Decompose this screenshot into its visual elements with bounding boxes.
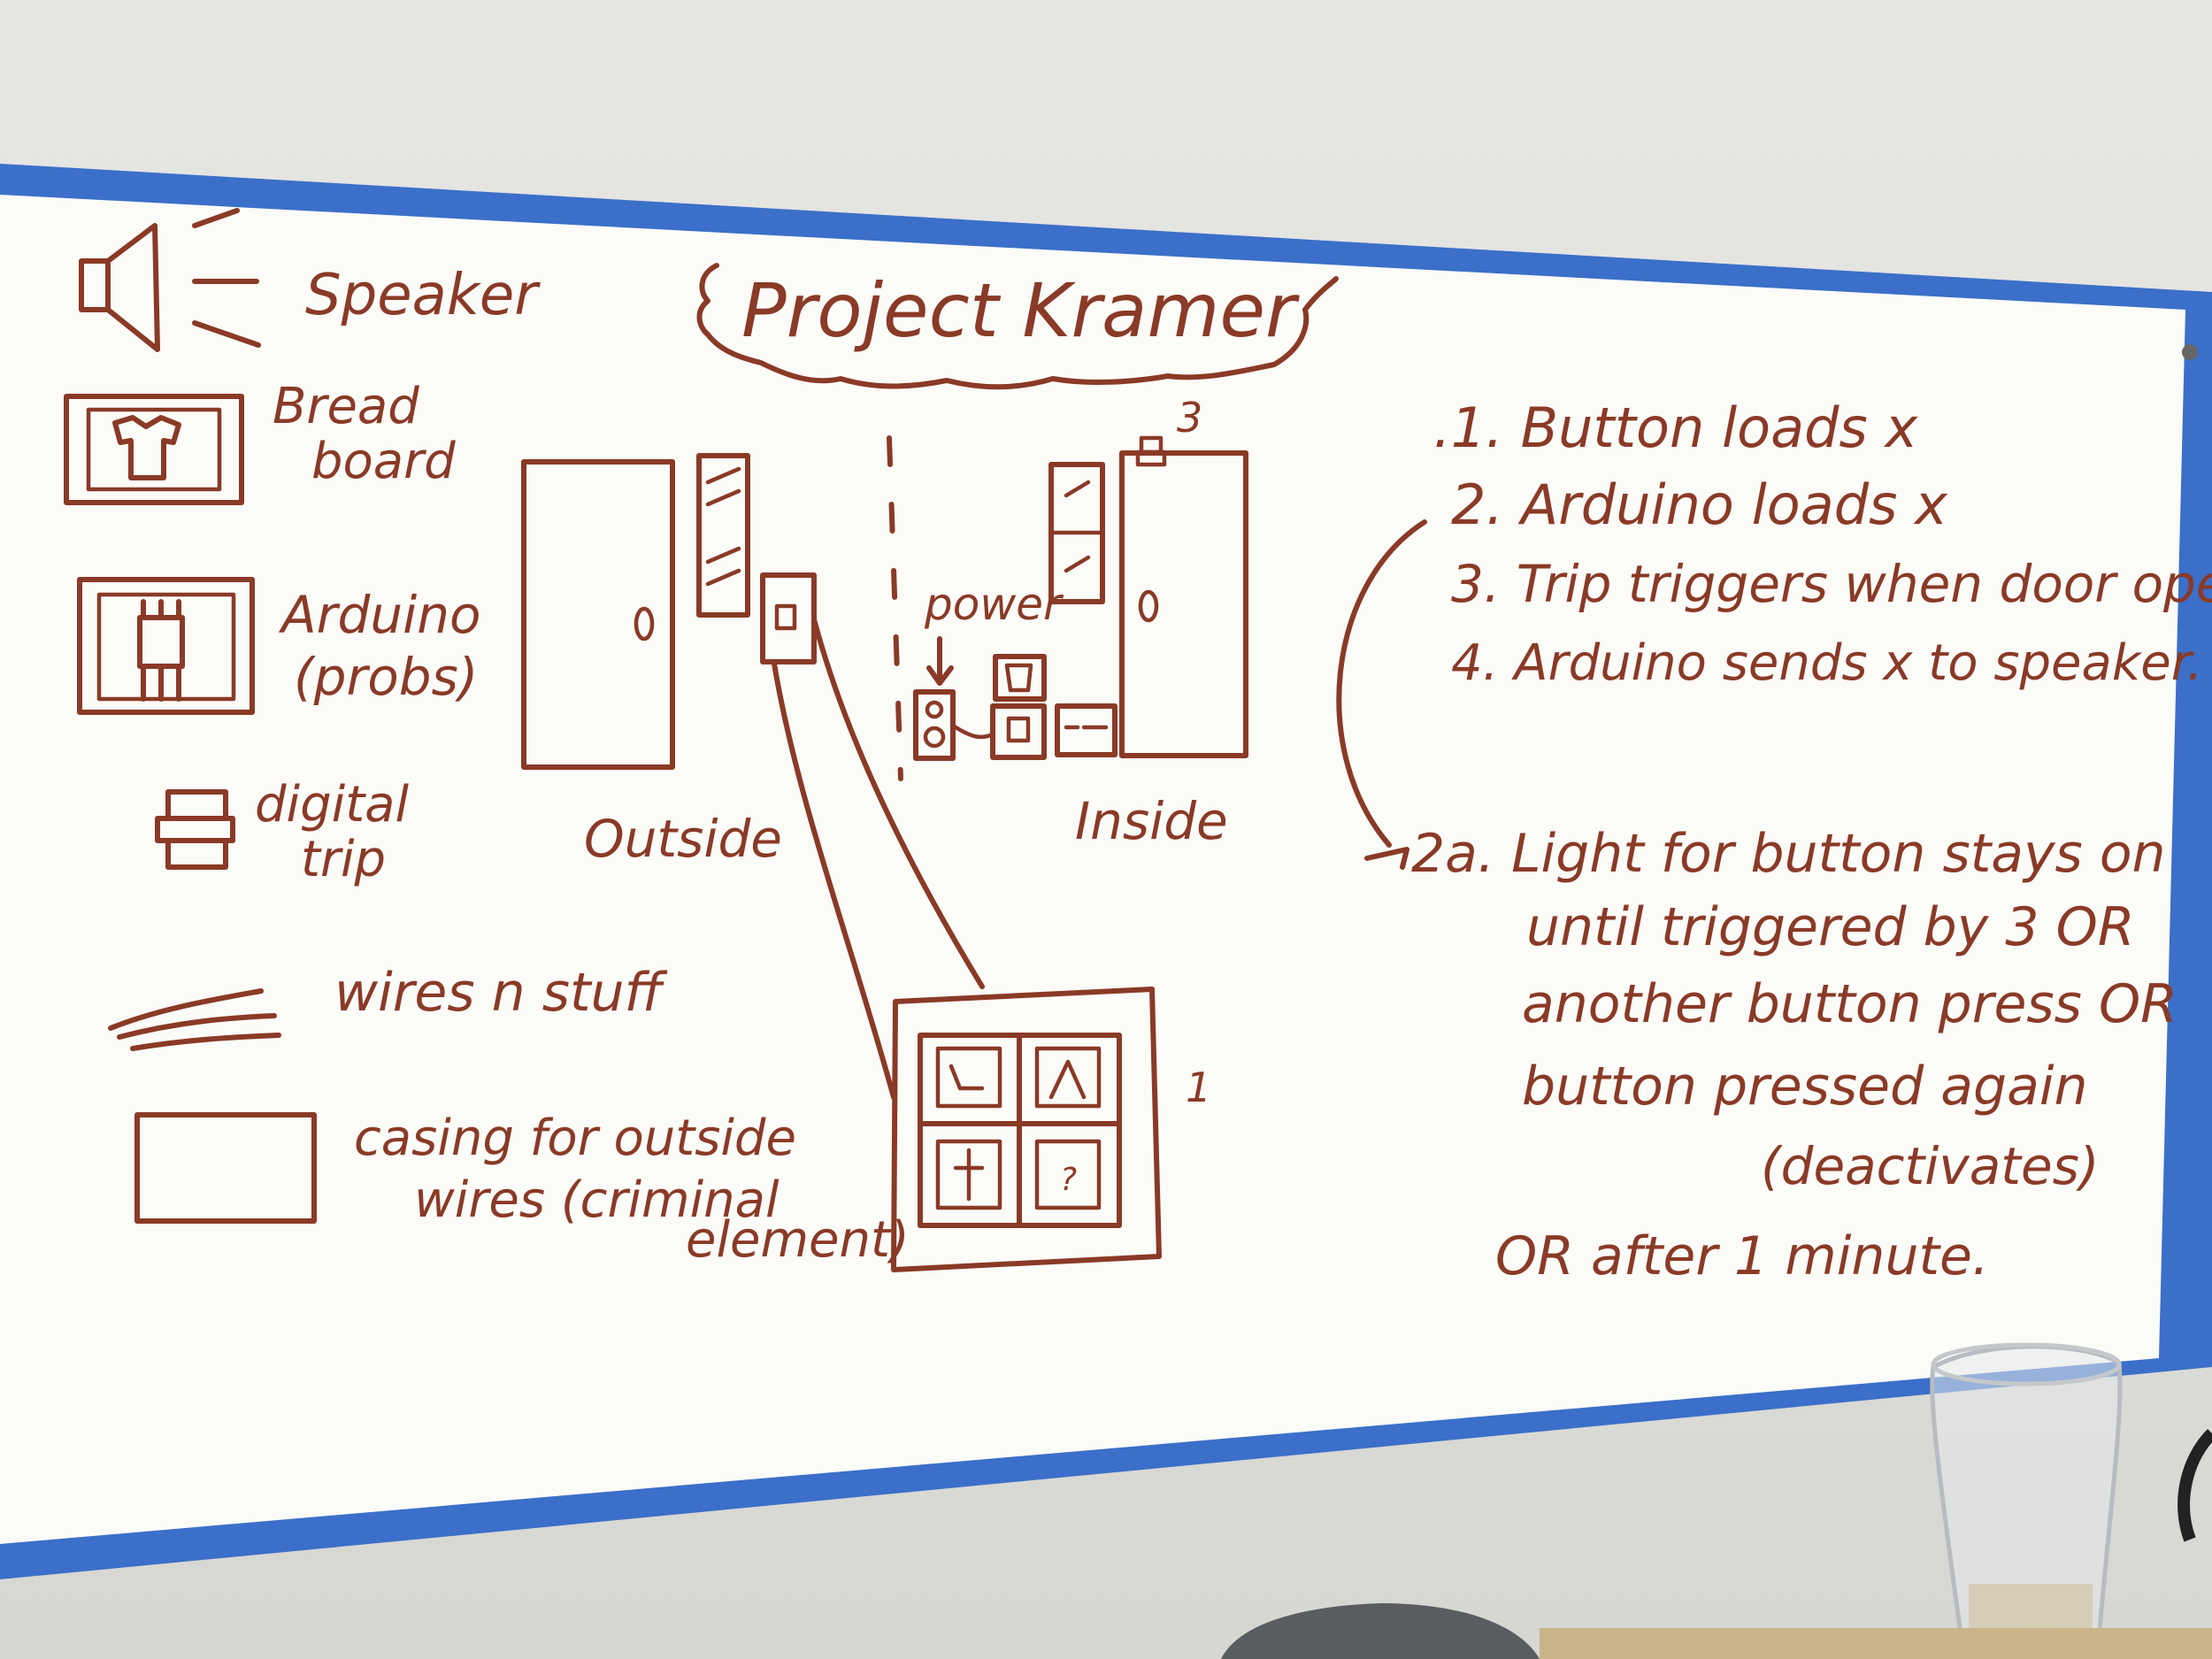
inside-door xyxy=(1119,450,1248,758)
casing-icon xyxy=(134,1112,317,1224)
step-2a-line-3: another button press OR xyxy=(1522,973,2177,1035)
drinking-glass xyxy=(1930,1342,2123,1659)
conduit-left xyxy=(772,661,896,1100)
step-2a-line-2: until triggered by 3 OR xyxy=(1526,896,2135,958)
desk-edge xyxy=(1540,1628,2212,1659)
step-2: 2. Arduino loads x xyxy=(1451,472,1948,537)
legend-breadboard-label-1: Bread xyxy=(273,378,419,435)
step-2a-line-6: OR after 1 minute. xyxy=(1495,1225,1989,1287)
outside-door xyxy=(521,459,675,770)
legend-arduino-label-1: Arduino xyxy=(278,585,480,645)
cap-object xyxy=(1221,1603,1540,1659)
divider-line xyxy=(887,435,903,781)
inside-trip-box xyxy=(1055,703,1118,757)
title-cloud xyxy=(696,263,1339,390)
inside-breadboard-box xyxy=(993,654,1047,702)
step-2a-line-1: 2a. Light for button stays on xyxy=(1411,823,2166,885)
step-4: 4. Arduino sends x to speaker. xyxy=(1451,634,2202,692)
door-trip-sensor xyxy=(1135,435,1167,467)
inside-arduino-box xyxy=(990,703,1047,760)
legend-trip-label-1: digital xyxy=(255,776,409,833)
conduit-right xyxy=(811,617,985,989)
trip-number-3: 3 xyxy=(1177,394,1202,442)
legend-speaker-label: Speaker xyxy=(305,263,541,328)
step-1: .1. Button loads x xyxy=(1433,396,1918,460)
digital-trip-icon xyxy=(155,789,235,870)
step-2a-arrowhead xyxy=(1364,847,1409,870)
legend-breadboard-label-2: board xyxy=(311,433,456,490)
step-3: 3. Trip triggers when door opens xyxy=(1451,554,2212,614)
legend-casing-label-2: wires (criminal xyxy=(414,1171,780,1229)
legend-casing-label-3: element) xyxy=(686,1211,910,1269)
arduino-icon xyxy=(77,577,255,715)
step-2a-line-4: button pressed again xyxy=(1522,1056,2088,1118)
step-2a-line-5: (deactivates) xyxy=(1761,1136,2100,1196)
power-arrow xyxy=(926,636,954,686)
svg-text:?: ? xyxy=(1060,1162,1077,1198)
inside-wire xyxy=(950,723,995,740)
keypad-number-1: 1 xyxy=(1186,1064,1211,1111)
wires-icon xyxy=(108,988,281,1051)
outside-label: Outside xyxy=(584,809,782,869)
cable xyxy=(2177,1429,2212,1542)
legend-wires-label: wires n stuff xyxy=(334,962,668,1024)
keypad-detail: ? xyxy=(891,987,1162,1272)
breadboard-icon xyxy=(64,394,244,505)
inside-label: Inside xyxy=(1075,791,1228,851)
pin-icon xyxy=(2182,344,2198,360)
inside-window xyxy=(1048,462,1105,604)
step-2-to-2a-arrow xyxy=(1336,519,1427,848)
whiteboard-surface xyxy=(0,195,2185,1544)
outside-window xyxy=(696,453,750,618)
legend-casing-label-1: casing for outside xyxy=(354,1110,796,1167)
legend-arduino-label-2: (probs) xyxy=(294,647,478,707)
speaker-icon xyxy=(79,208,261,352)
power-label: power xyxy=(924,579,1064,630)
legend-trip-label-2: trip xyxy=(301,831,386,888)
page-title: Project Kramer xyxy=(741,267,1300,354)
